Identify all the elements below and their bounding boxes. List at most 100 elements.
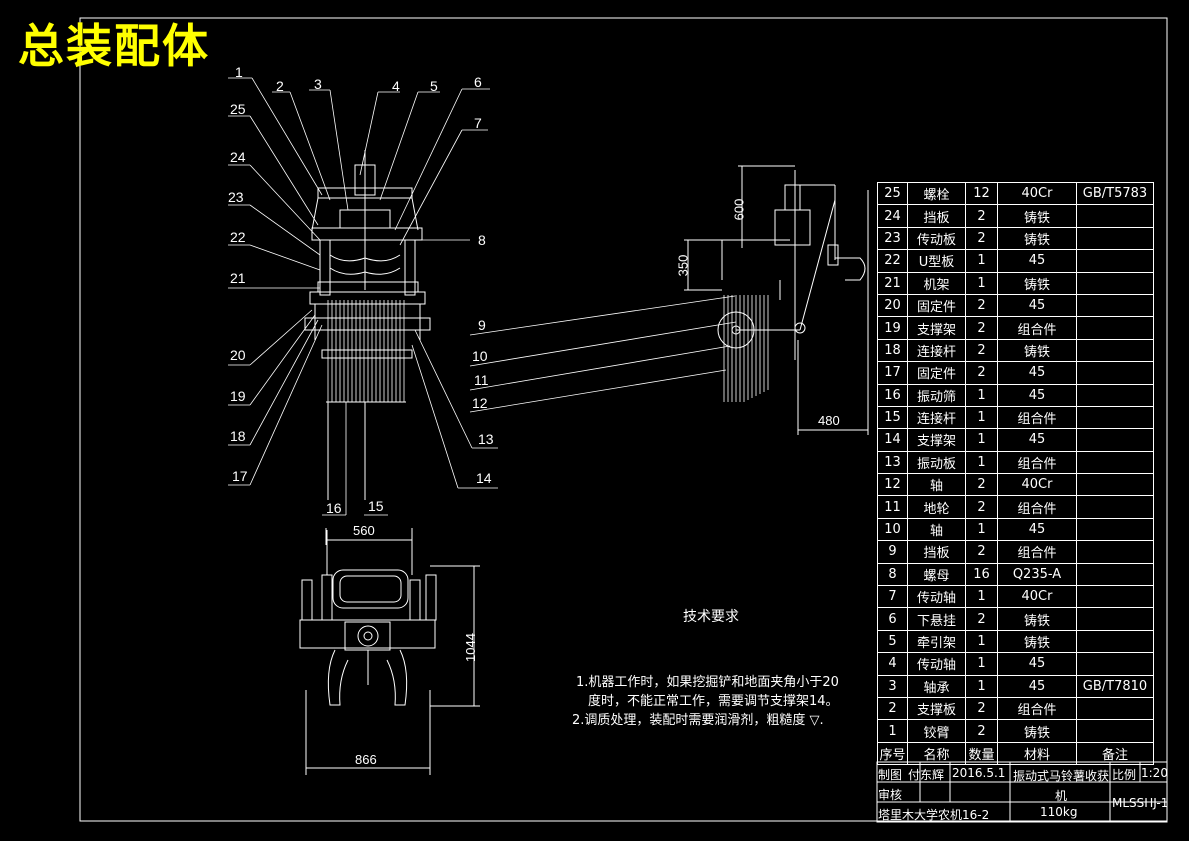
bom-cell-material: Q235-A [997, 562, 1077, 587]
bom-cell-qty: 2 [965, 719, 998, 743]
bom-cell-qty: 2 [965, 696, 998, 721]
bom-cell-name: 固定件 [907, 361, 966, 385]
bom-cell-name: 轴 [907, 473, 966, 497]
callout-25: 25 [230, 101, 246, 117]
bom-cell-material: 组合件 [997, 696, 1077, 721]
tb-weight: 110kg [1040, 805, 1078, 819]
bom-cell-note [1076, 428, 1154, 452]
bom-cell-name: 传动轴 [907, 652, 966, 676]
bom-cell-name: 轴 [907, 517, 966, 542]
callout-15: 15 [368, 498, 384, 514]
bom-cell-name: 机架 [907, 271, 966, 295]
callout-9: 9 [478, 317, 486, 333]
side-view-leaders [469, 295, 737, 413]
bom-cell-name: 连接杆 [907, 405, 966, 430]
tb-scale: 1:20 [1141, 766, 1168, 780]
bom-cell-note [1076, 719, 1154, 743]
bom-cell-qty: 1 [965, 249, 998, 273]
callout-5: 5 [430, 78, 438, 94]
bom-cell-name: 螺栓 [907, 181, 966, 206]
bom-cell-name: 挡板 [907, 540, 966, 564]
bom-header-name: 名称 [907, 741, 966, 766]
callout-16: 16 [326, 500, 342, 516]
callout-17: 17 [232, 468, 248, 484]
bom-cell-no: 20 [877, 293, 908, 318]
callout-8: 8 [478, 232, 486, 248]
bom-cell-no: 24 [877, 204, 908, 228]
bom-cell-note [1076, 473, 1154, 497]
bottom-view [299, 528, 480, 775]
bom-cell-name: 地轮 [907, 495, 966, 519]
bom-cell-no: 13 [877, 450, 908, 475]
bom-header-note: 备注 [1076, 741, 1154, 766]
bom-cell-no: 3 [877, 674, 908, 698]
bom-cell-material: 组合件 [997, 540, 1077, 564]
bom-cell-qty: 2 [965, 293, 998, 318]
bom-cell-qty: 2 [965, 204, 998, 228]
tb-drawer: 付东辉 [908, 768, 945, 782]
bom-cell-no: 15 [877, 405, 908, 430]
bom-cell-material: 45 [997, 383, 1077, 407]
bom-cell-material: 45 [997, 517, 1077, 542]
bom-header-no: 序号 [877, 741, 908, 766]
bom-cell-qty: 1 [965, 652, 998, 676]
callout-11: 11 [474, 372, 489, 388]
bom-cell-material: 铸铁 [997, 607, 1077, 631]
bom-cell-note [1076, 450, 1154, 475]
bom-cell-qty: 2 [965, 607, 998, 631]
callout-14: 14 [476, 470, 492, 486]
dim-350: 350 [675, 254, 691, 277]
callout-22: 22 [230, 229, 246, 245]
tb-date: 2016.5.1 [952, 766, 1006, 780]
bom-cell-note: GB/T5783 [1076, 181, 1154, 206]
bom-cell-material: 40Cr [997, 473, 1077, 497]
bom-cell-no: 7 [877, 585, 908, 609]
callout-13: 13 [478, 431, 494, 447]
side-view [684, 165, 869, 435]
bom-cell-name: 振动筛 [907, 383, 966, 407]
callout-4: 4 [392, 78, 400, 94]
bom-cell-material: 40Cr [997, 585, 1077, 609]
bom-cell-qty: 2 [965, 540, 998, 564]
bom-cell-note [1076, 607, 1154, 631]
bom-cell-note: GB/T7810 [1076, 674, 1154, 698]
bom-cell-name: 传动轴 [907, 585, 966, 609]
bom-cell-qty: 12 [965, 181, 998, 206]
bom-cell-no: 14 [877, 428, 908, 452]
tb-school: 塔里木大学农机16-2 [878, 808, 990, 822]
bom-cell-no: 21 [877, 271, 908, 295]
callout-1: 1 [235, 64, 243, 80]
bom-cell-note [1076, 562, 1154, 587]
bom-cell-note [1076, 652, 1154, 676]
bom-cell-material: 铸铁 [997, 226, 1077, 251]
tech-line-1: 1.机器工作时，如果挖掘铲和地面夹角小于20 [576, 675, 839, 690]
bom-cell-note [1076, 271, 1154, 295]
bom-cell-name: 螺母 [907, 562, 966, 587]
bom-cell-material: 铸铁 [997, 338, 1077, 363]
bom-cell-qty: 2 [965, 338, 998, 363]
callout-7: 7 [474, 115, 482, 131]
bom-cell-note [1076, 338, 1154, 363]
callout-18: 18 [230, 428, 246, 444]
tb-scale-label: 比例 [1112, 768, 1137, 782]
